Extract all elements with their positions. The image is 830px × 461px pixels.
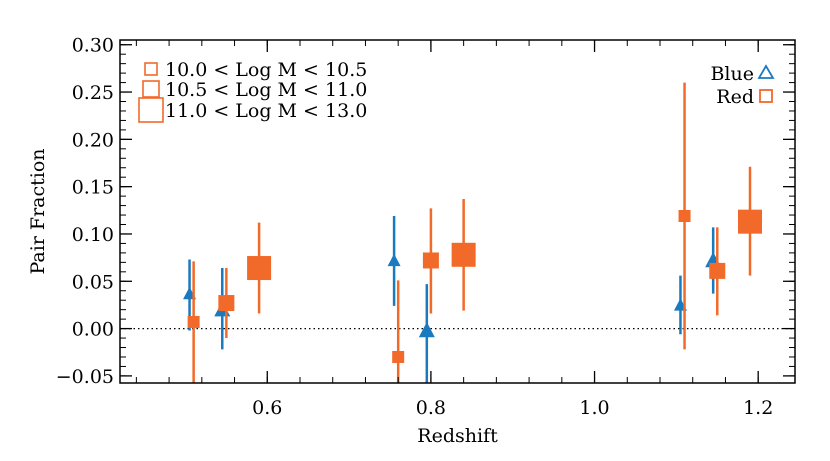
- color-legend-label: Red: [716, 86, 754, 108]
- red-square-point: [451, 242, 476, 267]
- x-tick-label: 1.2: [743, 397, 773, 419]
- mass-legend-label: 10.0 < Log M < 10.5: [165, 59, 367, 81]
- axis-ticks: [120, 40, 795, 383]
- blue-triangle-point: [418, 322, 435, 338]
- red-square-point: [187, 315, 200, 328]
- x-axis-title: Redshift: [417, 425, 498, 447]
- blue-triangle-point: [387, 253, 401, 267]
- y-tick-label: 0.20: [72, 129, 114, 151]
- x-tick-label: 1.0: [579, 397, 609, 419]
- red-square-point: [422, 252, 439, 269]
- plot-area: [120, 82, 795, 383]
- red-legend-square-icon: [759, 89, 773, 103]
- red-square-point: [738, 209, 762, 234]
- mass-legend-symbol: [144, 62, 158, 76]
- color-legend-label: Blue: [710, 63, 754, 85]
- y-tick-label: 0.15: [72, 177, 114, 199]
- y-axis-title: Pair Fraction: [27, 148, 49, 274]
- y-tick-label: −0.05: [56, 366, 114, 388]
- y-tick-label: 0.00: [72, 319, 114, 341]
- y-tick-label: 0.05: [72, 271, 114, 293]
- y-tick-label: 0.10: [72, 224, 114, 246]
- red-square-point: [247, 256, 272, 281]
- blue-legend-triangle-icon: [757, 64, 775, 79]
- plot-frame: [119, 39, 796, 384]
- mass-legend-label: 10.5 < Log M < 11.0: [165, 79, 367, 101]
- mass-legend-symbol: [138, 97, 164, 123]
- y-tick-label: 0.30: [72, 35, 114, 57]
- mass-legend-symbol: [142, 80, 160, 98]
- mass-legend-label: 11.0 < Log M < 13.0: [165, 100, 367, 122]
- y-tick-label: 0.25: [72, 82, 114, 104]
- x-tick-label: 0.6: [252, 397, 282, 419]
- red-square-point: [218, 295, 235, 312]
- x-tick-label: 0.8: [416, 397, 446, 419]
- legends: 10.0 < Log M < 10.510.5 < Log M < 11.011…: [138, 59, 775, 123]
- tick-labels: −0.05 0.00 0.05 0.10 0.15 0.20 0.25 0.30 0.6 0.8 1…: [56, 35, 774, 419]
- red-square-point: [709, 262, 726, 279]
- red-square-point: [392, 350, 405, 363]
- red-square-point: [678, 209, 691, 222]
